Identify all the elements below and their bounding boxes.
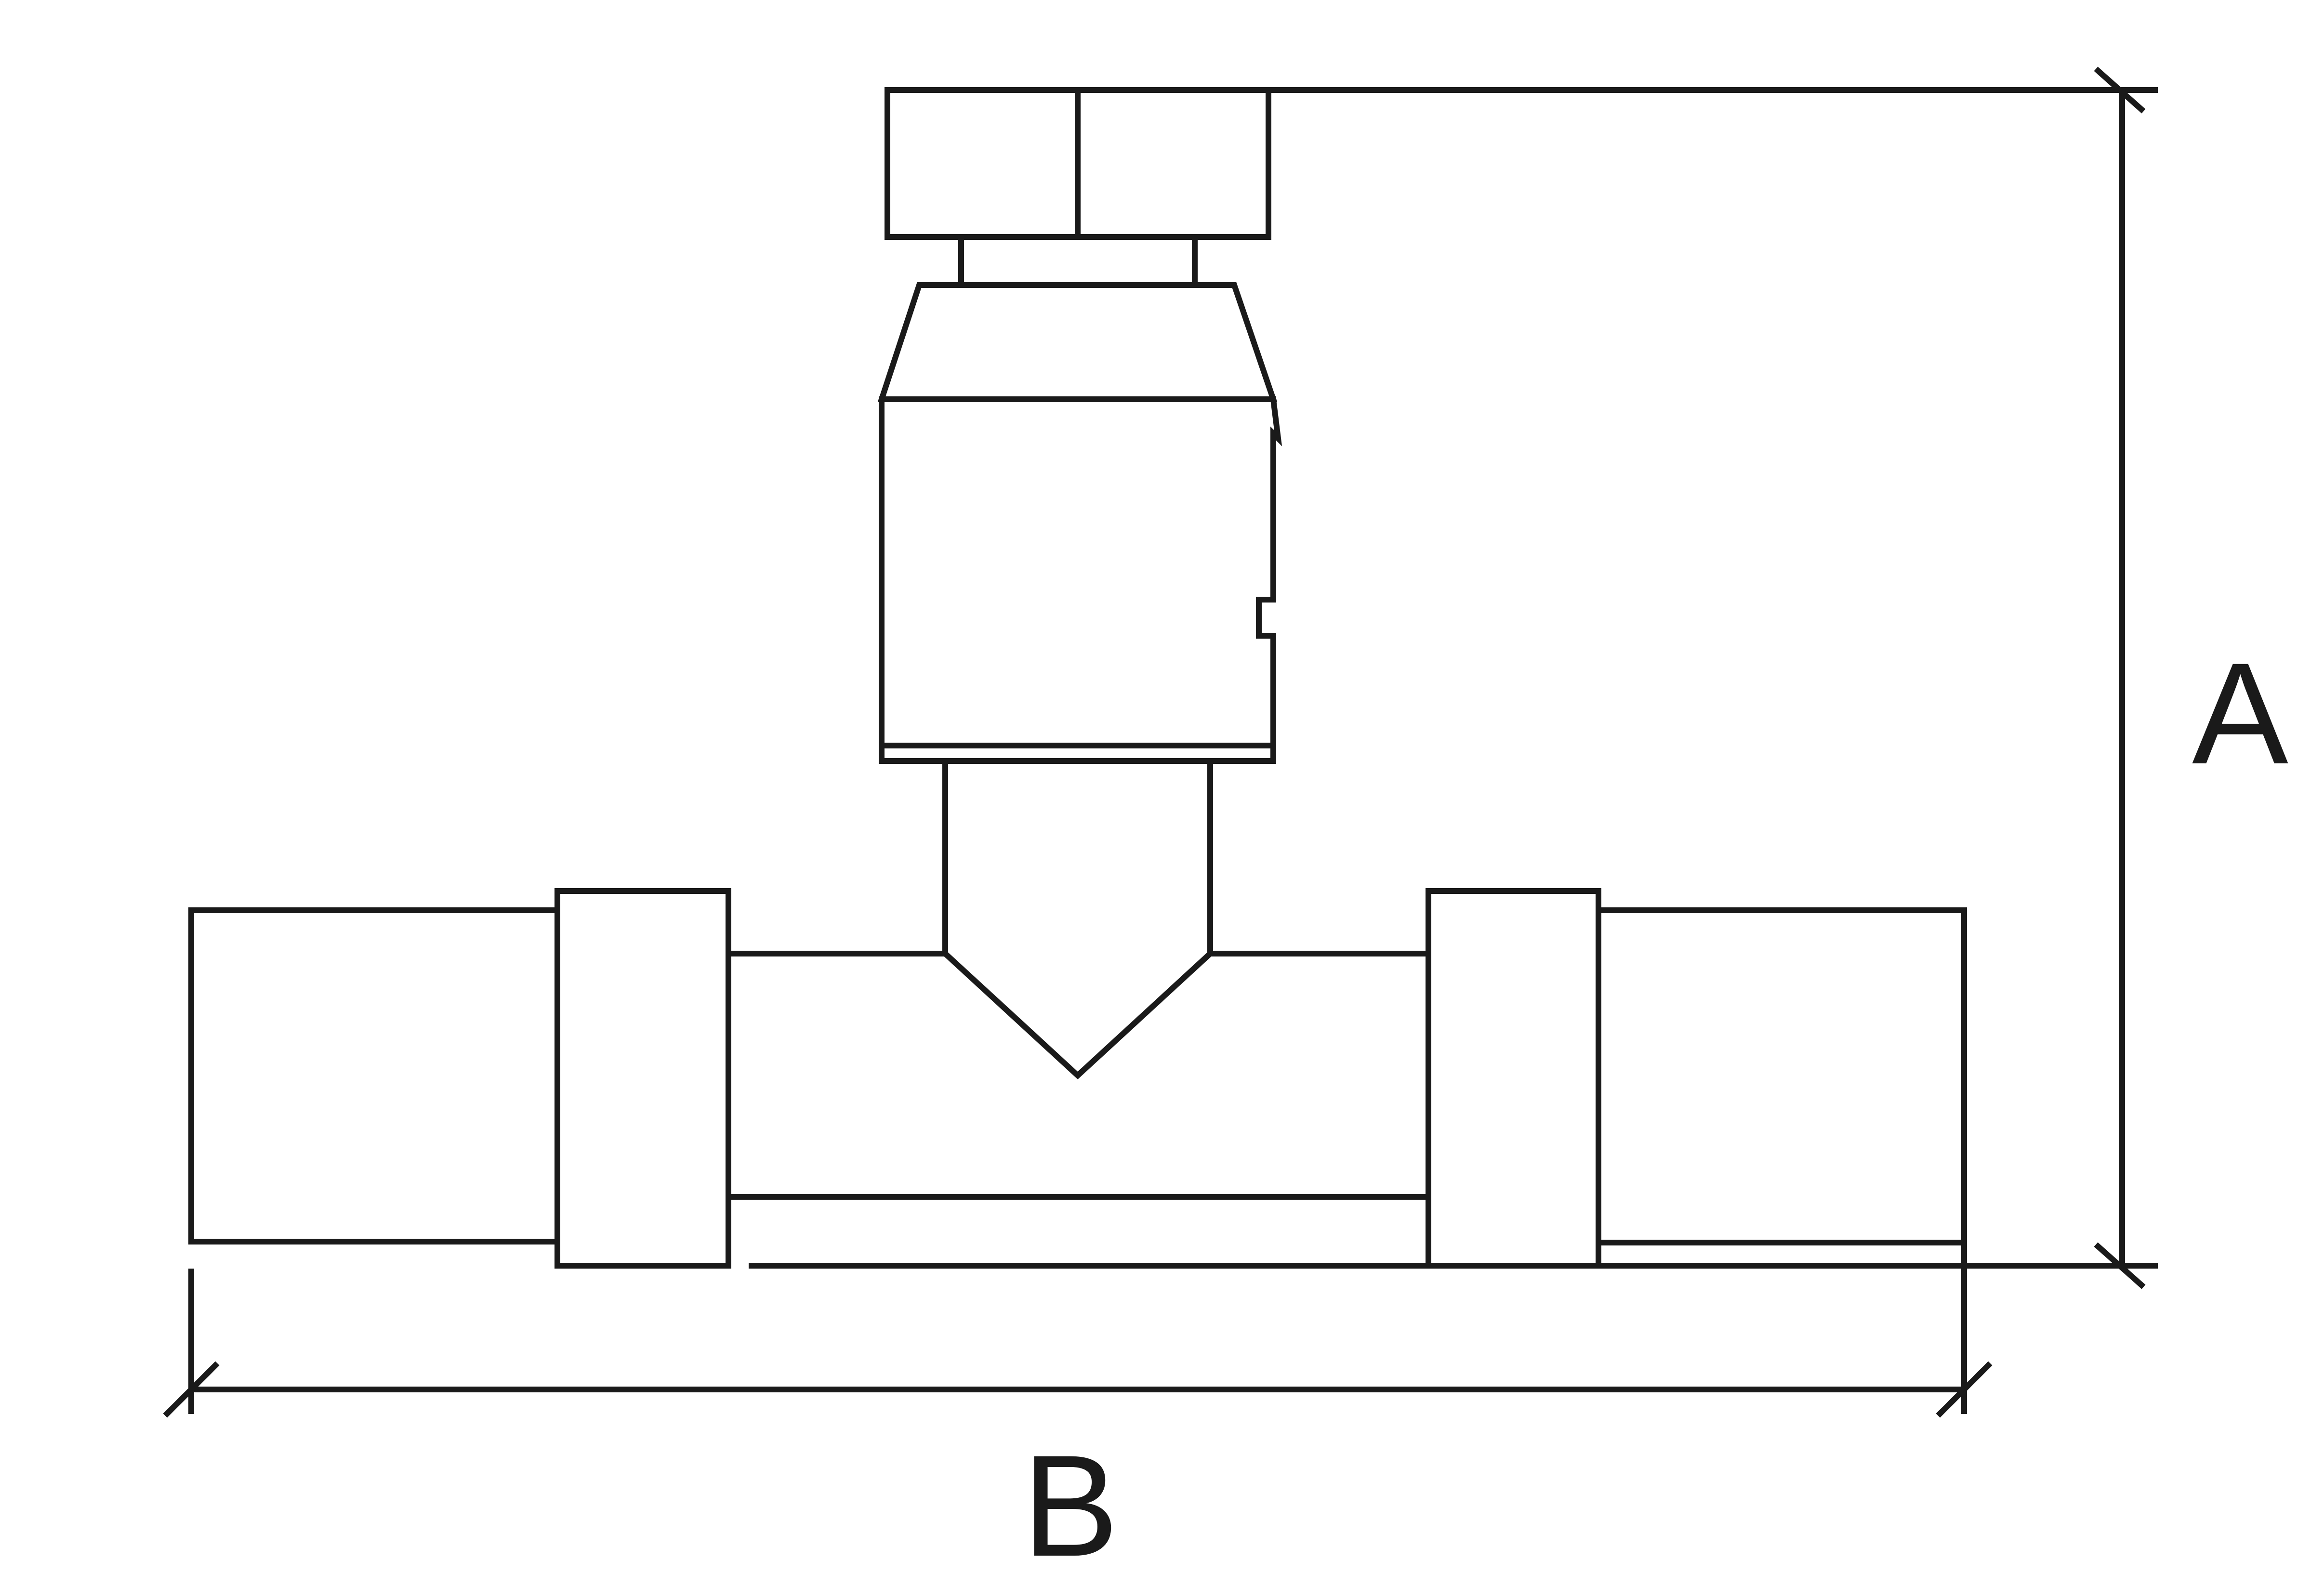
dim-b-tick-left [163, 1361, 220, 1418]
valve-body-housing [879, 396, 1282, 764]
valve-stem [942, 758, 1213, 1080]
left-end-cap [188, 907, 560, 1244]
tee-fitting [188, 87, 1967, 1269]
tapered-collar [877, 282, 1278, 402]
dimension-lines [163, 66, 2158, 1418]
dim-a-tick-top [2094, 66, 2146, 114]
right-end-cap [1596, 907, 1967, 1269]
left-union-nut [555, 888, 731, 1269]
dim-b-tick-right [1936, 1361, 1993, 1418]
dimension-label-b: B [1022, 1425, 1119, 1572]
dimension-label-a: A [2192, 632, 2289, 794]
dim-a-tick-bottom [2094, 1242, 2146, 1289]
right-union-nut [1426, 888, 1601, 1269]
